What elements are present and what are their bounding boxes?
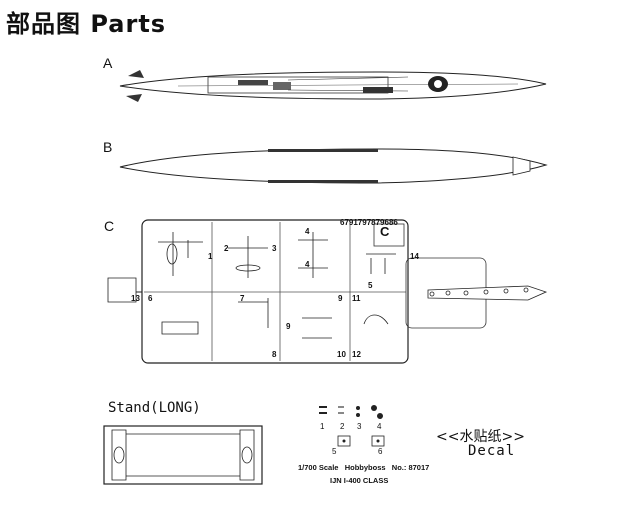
- decal-title: <<水贴纸>>: [436, 429, 525, 445]
- decal-number-2: 2: [340, 422, 345, 431]
- decal-number-1: 1: [320, 422, 325, 431]
- part-number-4a: 4: [305, 227, 310, 236]
- part-number-9a: 9: [286, 322, 291, 331]
- part-number-11: 11: [352, 294, 361, 303]
- decal-number-6: 6: [378, 447, 383, 456]
- decal-number-3: 3: [357, 422, 362, 431]
- part-number-10: 10: [337, 350, 346, 359]
- part-number-1: 1: [208, 252, 213, 261]
- part-b-label: B: [103, 139, 113, 155]
- part-number-13: 13: [131, 294, 140, 303]
- decal-number-5: 5: [332, 447, 337, 456]
- part-c-label: C: [104, 218, 115, 234]
- part-number-4b: 4: [305, 260, 310, 269]
- part-number-5: 5: [368, 281, 373, 290]
- sprue-letter: C: [380, 224, 390, 239]
- part-number-14: 14: [410, 252, 419, 261]
- page-title: 部品图 Parts: [6, 10, 167, 38]
- part-number-6: 6: [148, 294, 153, 303]
- part-number-9b: 9: [338, 294, 343, 303]
- sprue-code: 6791797879686: [340, 218, 398, 227]
- decal-scale-line: 1/700 Scale Hobbyboss No.: 87017: [298, 463, 430, 472]
- decal-markings-row2: [337, 435, 385, 447]
- hull-part-a: [119, 70, 547, 102]
- decal-class-line: IJN I-400 CLASS: [330, 476, 389, 485]
- part-number-12: 12: [352, 350, 361, 359]
- hull-part-b: [119, 148, 548, 184]
- part-number-8: 8: [272, 350, 277, 359]
- part-number-3: 3: [272, 244, 277, 253]
- part-number-7: 7: [240, 294, 245, 303]
- part-a-label: A: [103, 55, 113, 71]
- sprue-frame-c: [107, 219, 548, 364]
- decal-subtitle: Decal: [468, 443, 516, 459]
- stand-label: Stand(LONG): [108, 400, 201, 416]
- part-number-2: 2: [224, 244, 229, 253]
- decal-markings-row1: [319, 405, 383, 419]
- stand-part: [103, 425, 263, 485]
- decal-number-4: 4: [377, 422, 382, 431]
